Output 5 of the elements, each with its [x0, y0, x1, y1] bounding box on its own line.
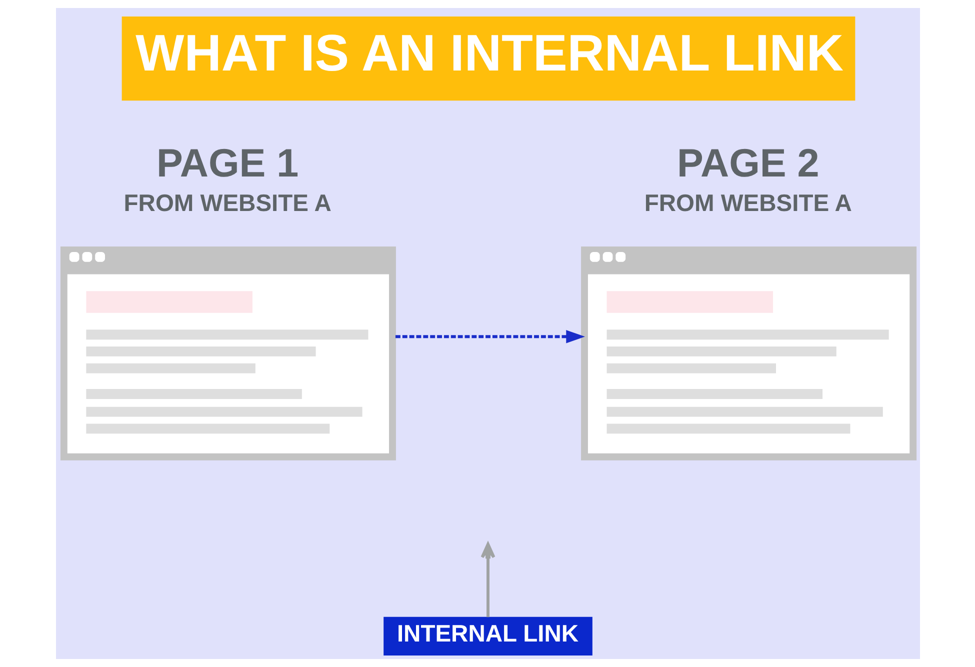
node-label: FROM WEBSITE A [123, 190, 331, 218]
node-label: FROM WEBSITE A [644, 190, 852, 218]
node-label: PAGE 2 [676, 141, 819, 186]
node-label: PAGE 1 [156, 141, 298, 186]
diagram-title: WHAT IS AN INTERNAL LINK [135, 23, 844, 82]
